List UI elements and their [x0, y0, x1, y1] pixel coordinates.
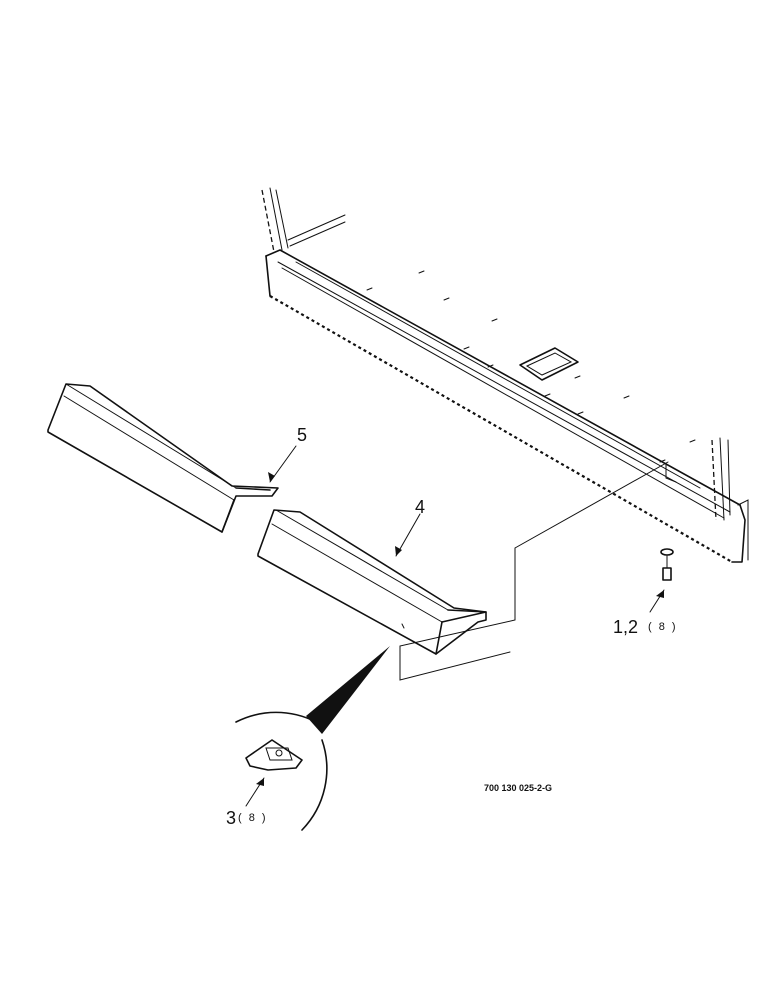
- shield-item-5: [47, 383, 279, 533]
- shield-item-4: [257, 509, 487, 655]
- callout-item-4: 4: [415, 497, 425, 517]
- callout-arrows: [245, 445, 665, 807]
- callout-item-5: 5: [297, 425, 307, 445]
- callout-item-1-2: 1,2: [613, 617, 638, 637]
- callout-item-1-2-qty: ( 8 ): [648, 621, 678, 633]
- callout-item-3: 3: [226, 808, 236, 828]
- frame-assembly: [261, 187, 749, 563]
- detail-view: [235, 646, 390, 831]
- leader-lines: [399, 461, 669, 681]
- drawing-number: 700 130 025-2-G: [484, 783, 552, 793]
- bolt-and-washer-icon: [660, 548, 674, 581]
- callout-item-3-qty: ( 8 ): [238, 812, 268, 824]
